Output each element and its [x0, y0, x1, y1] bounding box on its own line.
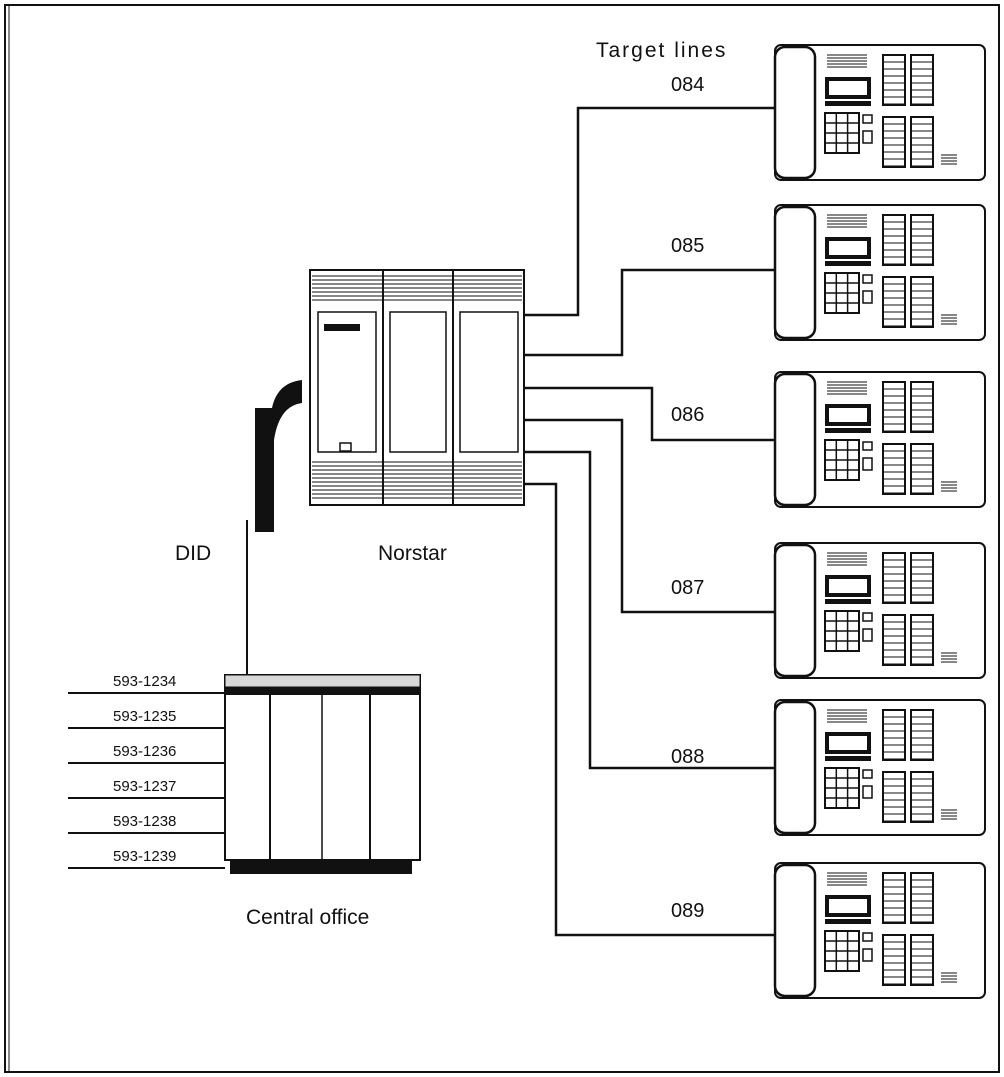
- handset: [775, 374, 815, 505]
- extension-label: 088: [671, 747, 704, 767]
- display-keys: [825, 756, 871, 761]
- did-cable-connector: [255, 380, 302, 532]
- feature-key: [863, 933, 872, 941]
- extension-label: 086: [671, 405, 704, 425]
- feature-key: [863, 442, 872, 450]
- extension-wire: [524, 484, 774, 935]
- incoming-number-label: 593-1234: [113, 674, 176, 689]
- incoming-number-label: 593-1237: [113, 779, 176, 794]
- display-window: [829, 81, 867, 95]
- telephone-set: [775, 543, 985, 678]
- feature-key: [863, 629, 872, 641]
- display-window: [829, 579, 867, 593]
- extension-label: 089: [671, 901, 704, 921]
- feature-key: [863, 131, 872, 143]
- central-office-switch: [225, 675, 420, 874]
- ksu-led: [340, 443, 351, 451]
- norstar-ksu: [310, 270, 524, 505]
- extension-wiring: [524, 108, 774, 935]
- telephone-set: [775, 700, 985, 835]
- handset: [775, 702, 815, 833]
- extension-label: 085: [671, 236, 704, 256]
- ksu-module-3: [460, 312, 518, 452]
- ksu-module-1: [318, 312, 376, 452]
- extension-wire: [524, 388, 774, 440]
- ksu-status-slot: [324, 324, 360, 331]
- display-window: [829, 241, 867, 255]
- trunk-label: DID: [175, 543, 211, 564]
- incoming-number-label: 593-1238: [113, 814, 176, 829]
- feature-key: [863, 770, 872, 778]
- telephone-set: [775, 205, 985, 340]
- display-window: [829, 736, 867, 750]
- display-window: [829, 899, 867, 913]
- extension-wire: [524, 270, 774, 355]
- extension-label: 084: [671, 75, 704, 95]
- display-keys: [825, 101, 871, 106]
- feature-key: [863, 458, 872, 470]
- switch-label: Norstar: [378, 543, 447, 564]
- feature-key: [863, 786, 872, 798]
- central-office-label: Central office: [246, 907, 369, 928]
- central-office-base: [230, 860, 412, 874]
- telephone-set: [775, 863, 985, 998]
- feature-key: [863, 613, 872, 621]
- telephone-sets: [775, 45, 985, 998]
- incoming-number-label: 593-1239: [113, 849, 176, 864]
- telephone-set: [775, 372, 985, 507]
- ksu-module-2: [390, 312, 446, 452]
- display-window: [829, 408, 867, 422]
- handset: [775, 47, 815, 178]
- feature-key: [863, 115, 872, 123]
- extension-label: 087: [671, 578, 704, 598]
- incoming-number-label: 593-1236: [113, 744, 176, 759]
- extension-wire: [524, 108, 774, 315]
- handset: [775, 207, 815, 338]
- incoming-number-label: 593-1235: [113, 709, 176, 724]
- display-keys: [825, 428, 871, 433]
- feature-key: [863, 949, 872, 961]
- handset: [775, 545, 815, 676]
- feature-key: [863, 291, 872, 303]
- handset: [775, 865, 815, 996]
- ksu-top-vents: [312, 276, 522, 300]
- diagram-title: Target lines: [596, 40, 727, 61]
- display-keys: [825, 261, 871, 266]
- extension-wire: [524, 420, 774, 612]
- extension-wire: [524, 452, 774, 768]
- display-keys: [825, 599, 871, 604]
- display-keys: [825, 919, 871, 924]
- feature-key: [863, 275, 872, 283]
- telephone-set: [775, 45, 985, 180]
